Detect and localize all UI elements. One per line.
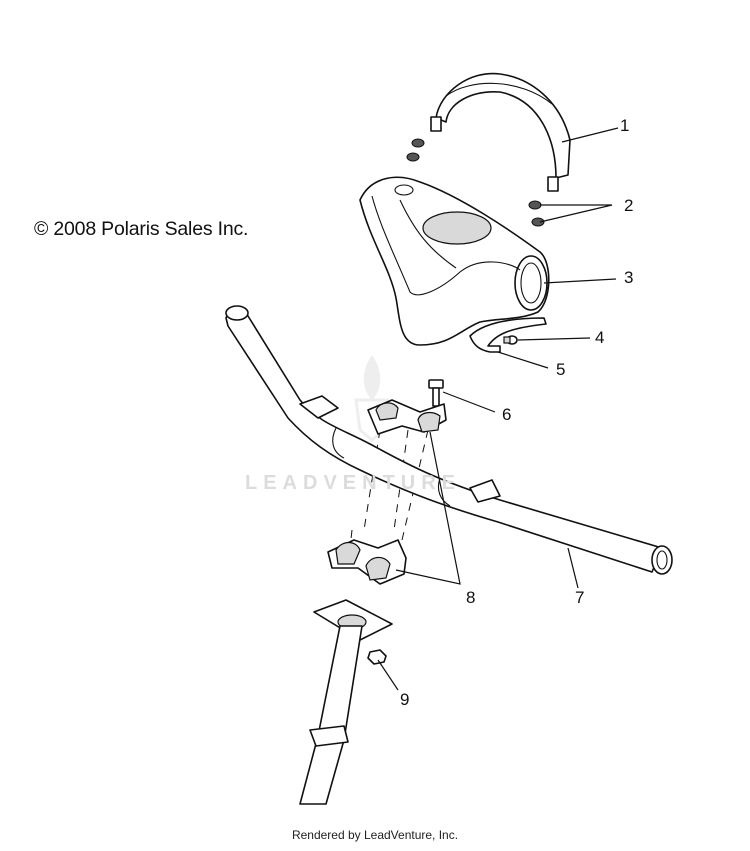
watermark-text: LEADVENTURE [245,472,462,494]
watermark-logo-icon [354,355,390,442]
nut-icon [406,138,545,227]
footer-credit: Rendered by LeadVenture, Inc. [291,828,459,842]
leader-lines [377,127,619,691]
callout-9: 9 [400,690,410,709]
handlebar-icon [225,305,673,575]
handlebar-cover-trim-icon [430,72,571,192]
callout-5: 5 [556,360,566,379]
handlebar-clamp-icon [367,399,447,435]
callout-3: 3 [624,268,634,287]
callout-7: 7 [575,588,585,607]
callout-8: 8 [466,588,476,607]
callout-6: 6 [502,405,512,424]
copyright-notice: © 2008 Polaris Sales Inc. [34,218,249,240]
screw-icon [503,335,518,345]
steering-post-icon [299,599,393,805]
callout-1: 1 [620,116,630,135]
clip-bracket-icon [469,317,547,353]
callout-2: 2 [624,196,634,215]
handlebar-pod-cover-icon [359,176,550,346]
handlebar-clamp-icon [327,539,407,585]
bolt-icon [428,379,444,407]
nut-icon [367,649,387,665]
callout-4: 4 [595,328,605,347]
